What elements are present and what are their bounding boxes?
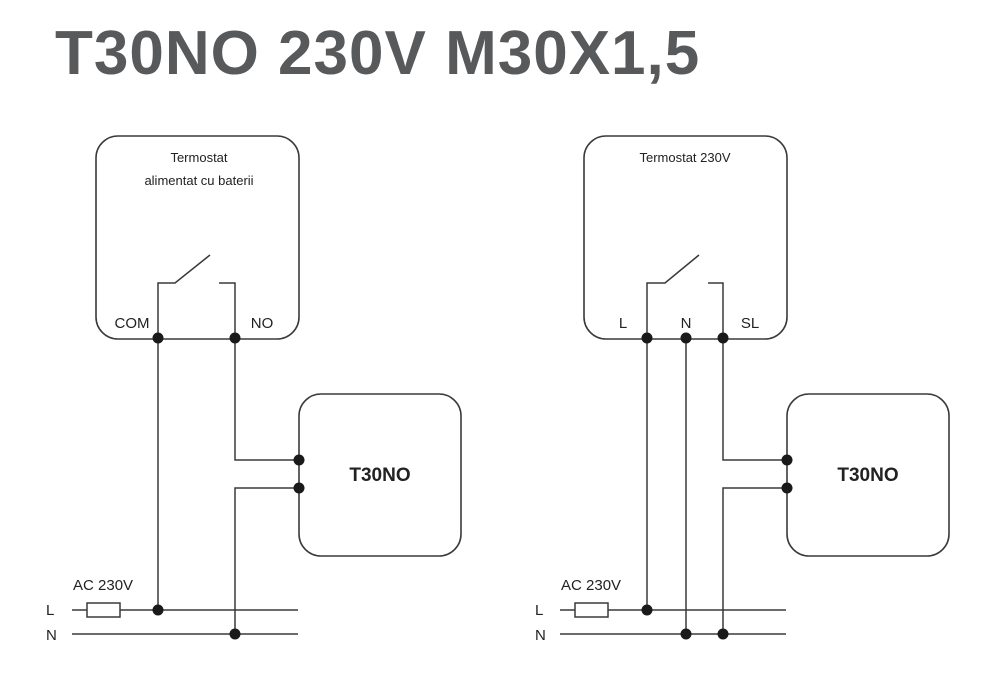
left-actuator-box bbox=[298, 393, 462, 557]
right-dot-l bbox=[641, 332, 653, 344]
left-supply-label: AC 230V bbox=[73, 577, 133, 594]
right-line-l-label: L bbox=[535, 602, 543, 619]
left-switch-arm bbox=[157, 254, 211, 338]
right-terminal-l: L bbox=[619, 315, 627, 332]
left-thermostat-label-2: alimentat cu baterii bbox=[144, 173, 253, 188]
left-fuse bbox=[86, 602, 121, 618]
right-supply-label: AC 230V bbox=[561, 577, 621, 594]
right-line-n-label: N bbox=[535, 627, 546, 644]
left-wire-no bbox=[234, 338, 299, 461]
left-thermostat-box bbox=[95, 135, 300, 340]
page-title: T30NO 230V M30X1,5 bbox=[55, 19, 701, 88]
right-terminal-sl: SL bbox=[741, 315, 759, 332]
right-wire-neutral bbox=[722, 487, 787, 634]
right-wire-sl bbox=[722, 338, 787, 461]
left-dot-act-1 bbox=[293, 454, 305, 466]
left-terminal-com: COM bbox=[115, 315, 150, 332]
right-dot-line-l bbox=[641, 604, 653, 616]
left-thermostat-label-1: Termostat bbox=[170, 150, 227, 165]
right-dot-act-1 bbox=[781, 454, 793, 466]
left-switch-contact bbox=[219, 282, 236, 338]
right-thermostat-box bbox=[583, 135, 788, 340]
right-switch-contact bbox=[708, 282, 724, 338]
left-dot-n bbox=[229, 628, 241, 640]
right-diagram: Termostat 230V L N SL T30NO AC 230V L N bbox=[535, 135, 950, 644]
right-dot-line-n-2 bbox=[717, 628, 729, 640]
right-thermostat-label: Termostat 230V bbox=[639, 150, 730, 165]
right-dot-line-n-1 bbox=[680, 628, 692, 640]
right-terminal-n: N bbox=[681, 315, 692, 332]
left-line-n-label: N bbox=[46, 627, 57, 644]
left-dot-l bbox=[152, 604, 164, 616]
left-line-l-label: L bbox=[46, 602, 54, 619]
left-actuator-label: T30NO bbox=[349, 465, 410, 486]
left-dot-act-2 bbox=[293, 482, 305, 494]
right-fuse bbox=[574, 602, 609, 618]
right-dot-sl bbox=[717, 332, 729, 344]
left-dot-com bbox=[152, 332, 164, 344]
right-actuator-box bbox=[786, 393, 950, 557]
left-diagram: Termostat alimentat cu baterii COM NO T3… bbox=[46, 135, 462, 644]
right-dot-n bbox=[680, 332, 692, 344]
right-switch-arm bbox=[646, 254, 700, 338]
right-actuator-label: T30NO bbox=[837, 465, 898, 486]
right-dot-act-2 bbox=[781, 482, 793, 494]
left-terminal-no: NO bbox=[251, 315, 274, 332]
left-dot-no bbox=[229, 332, 241, 344]
left-wire-neutral bbox=[234, 487, 299, 634]
